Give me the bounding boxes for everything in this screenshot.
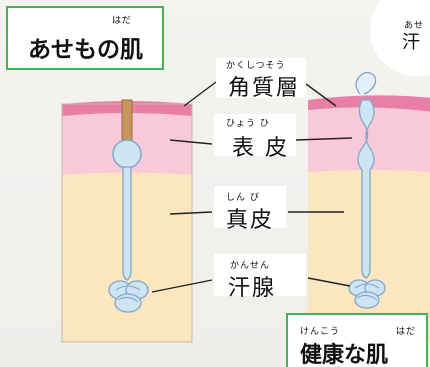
right-skin-block [308, 71, 430, 342]
healthy-ruby-hada: はだ [396, 327, 416, 337]
label-hyouhi: ひょう ひ 表 皮 [214, 114, 296, 161]
hyouhi-ruby: ひょう ひ [226, 119, 270, 129]
label-shinpi: しん ぴ 真皮 [214, 186, 286, 233]
healthy-ruby-kenkou: けんこう [300, 327, 341, 337]
leader-hyouhi-right [295, 137, 353, 141]
shinpi-ruby: しん ぴ [226, 193, 260, 203]
label-kakushitsu: かくしつそう 角質層 [216, 58, 306, 101]
heat-rash-skin-box: はだ あせもの肌 [6, 6, 164, 70]
leader-kakushitsu-left [183, 81, 217, 107]
right-sweat-gland [348, 279, 386, 309]
sweat-plug [121, 99, 133, 145]
kansen-ruby: かんせん [230, 261, 271, 271]
left-sweat-duct [122, 166, 132, 281]
heat-rash-title: あせもの肌 [28, 37, 143, 63]
leader-shinpi-left [169, 211, 213, 215]
leader-hyouhi-left [169, 139, 213, 145]
right-sweat-duct [357, 99, 375, 279]
leader-kansen-left [151, 279, 213, 293]
hyouhi-text: 表 皮 [232, 136, 289, 161]
sweat-title: 汗 [402, 32, 420, 53]
leader-kakushitsu-right [305, 83, 337, 107]
leader-kansen-right [307, 277, 351, 287]
right-epidermis [308, 103, 430, 172]
kakushitsu-ruby: かくしつそう [226, 61, 286, 71]
leader-lines [151, 81, 353, 293]
healthy-skin-box: けんこう はだ 健康な肌 [286, 313, 428, 367]
swollen-sweat-bulb [112, 139, 142, 169]
kakushitsu-text: 角質層 [228, 76, 301, 101]
shinpi-text: 真皮 [226, 208, 275, 233]
healthy-title: 健康な肌 [300, 343, 389, 367]
heat-rash-ruby: はだ [112, 16, 132, 26]
sweat-ruby: あせ [404, 21, 425, 31]
left-skin-block [61, 99, 193, 343]
sweat-droplets [355, 71, 377, 95]
kansen-text: 汗腺 [228, 276, 277, 301]
left-sweat-gland [108, 280, 149, 313]
label-kansen: かんせん 汗腺 [214, 254, 306, 301]
